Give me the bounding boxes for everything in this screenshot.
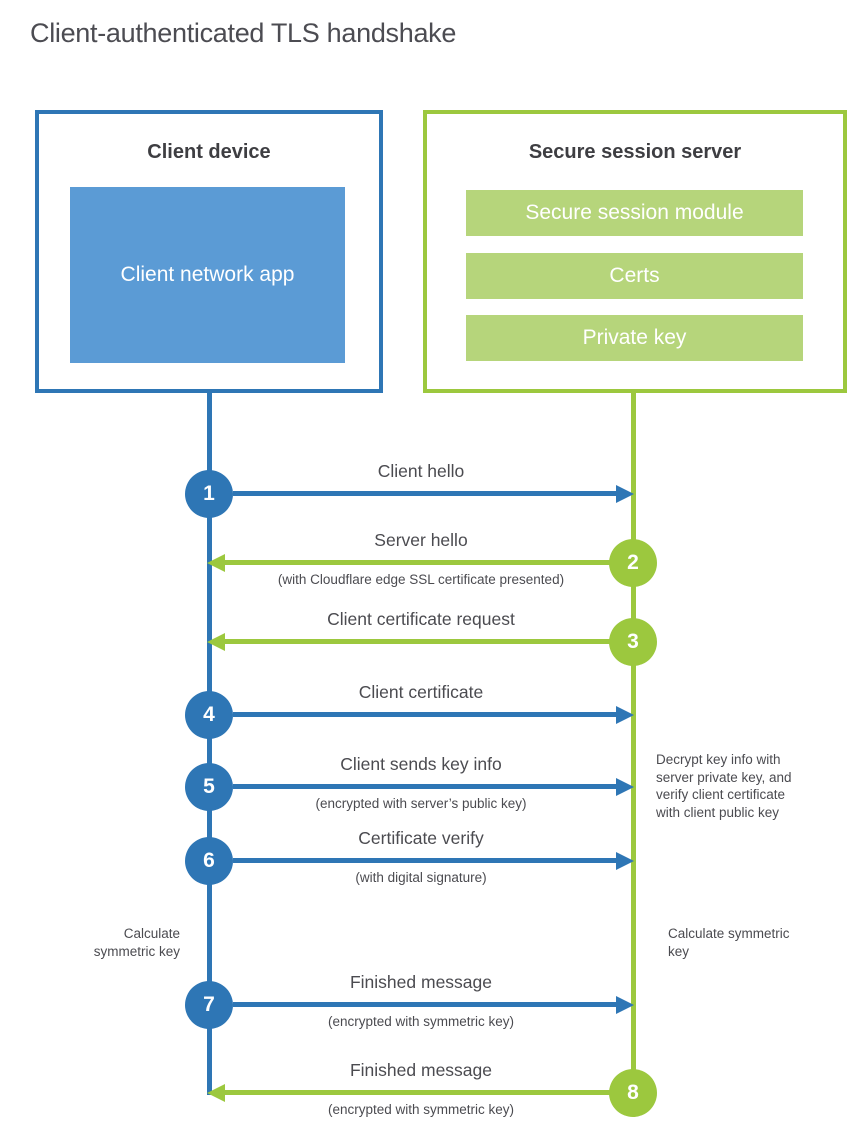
step-2-arrow-line [225,560,610,565]
step-1-arrow-line [233,491,616,496]
step-4-label: Client certificate [358,682,484,702]
step-2-sublabel: (with Cloudflare edge SSL certificate pr… [277,572,565,587]
server-lifeline [631,393,636,1093]
client-lifeline [207,393,212,1095]
step-6-sublabel: (with digital signature) [355,870,487,885]
note-decrypt-line-4: with client public key [656,804,780,820]
note-decrypt-line-1: Decrypt key info with [656,752,781,767]
step-1-label: Client hello [377,461,465,481]
step-8-arrow-line [225,1090,610,1095]
step-3-arrow-line [225,639,610,644]
step-4-arrow-line [233,712,616,717]
step-2-label: Server hello [374,530,468,550]
diagram-title: Client-authenticated TLS handshake [30,18,457,48]
note-decrypt-line-2: server private key, and [656,769,792,785]
note-decrypt-line-3: verify client certificate [656,787,786,802]
note-calculate-symmetric-key-client: Calculate symmetric key [93,926,180,959]
step-8-sublabel: (encrypted with symmetric key) [327,1102,515,1117]
step-7-arrow-line [233,1002,616,1007]
step-5-arrow-line [233,784,616,789]
step-5-label: Client sends key info [340,754,502,774]
step-8-label: Finished message [349,1060,493,1080]
step-7-label: Finished message [349,972,493,992]
step-5-sublabel: (encrypted with server’s public key) [315,796,527,811]
client-network-app-box: Client network app [70,187,345,363]
server-module-secure-session-module: Secure session module [466,190,803,236]
client-network-app-label: Client network app [120,263,295,287]
note-calculate-symmetric-key-server: Calculate symmetric key [668,926,790,959]
client-device-title: Client device [147,141,271,163]
secure-session-server-title: Secure session server [528,141,742,163]
note-decrypt-key-info: Decrypt key info with server private key… [656,751,841,821]
step-6-label: Certificate verify [358,828,484,848]
server-module-certs: Certs [466,253,803,299]
step-3-label: Client certificate request [327,609,515,629]
server-module-private-key: Private key [466,315,803,361]
step-7-sublabel: (encrypted with symmetric key) [327,1014,515,1029]
step-6-arrow-line [233,858,616,863]
